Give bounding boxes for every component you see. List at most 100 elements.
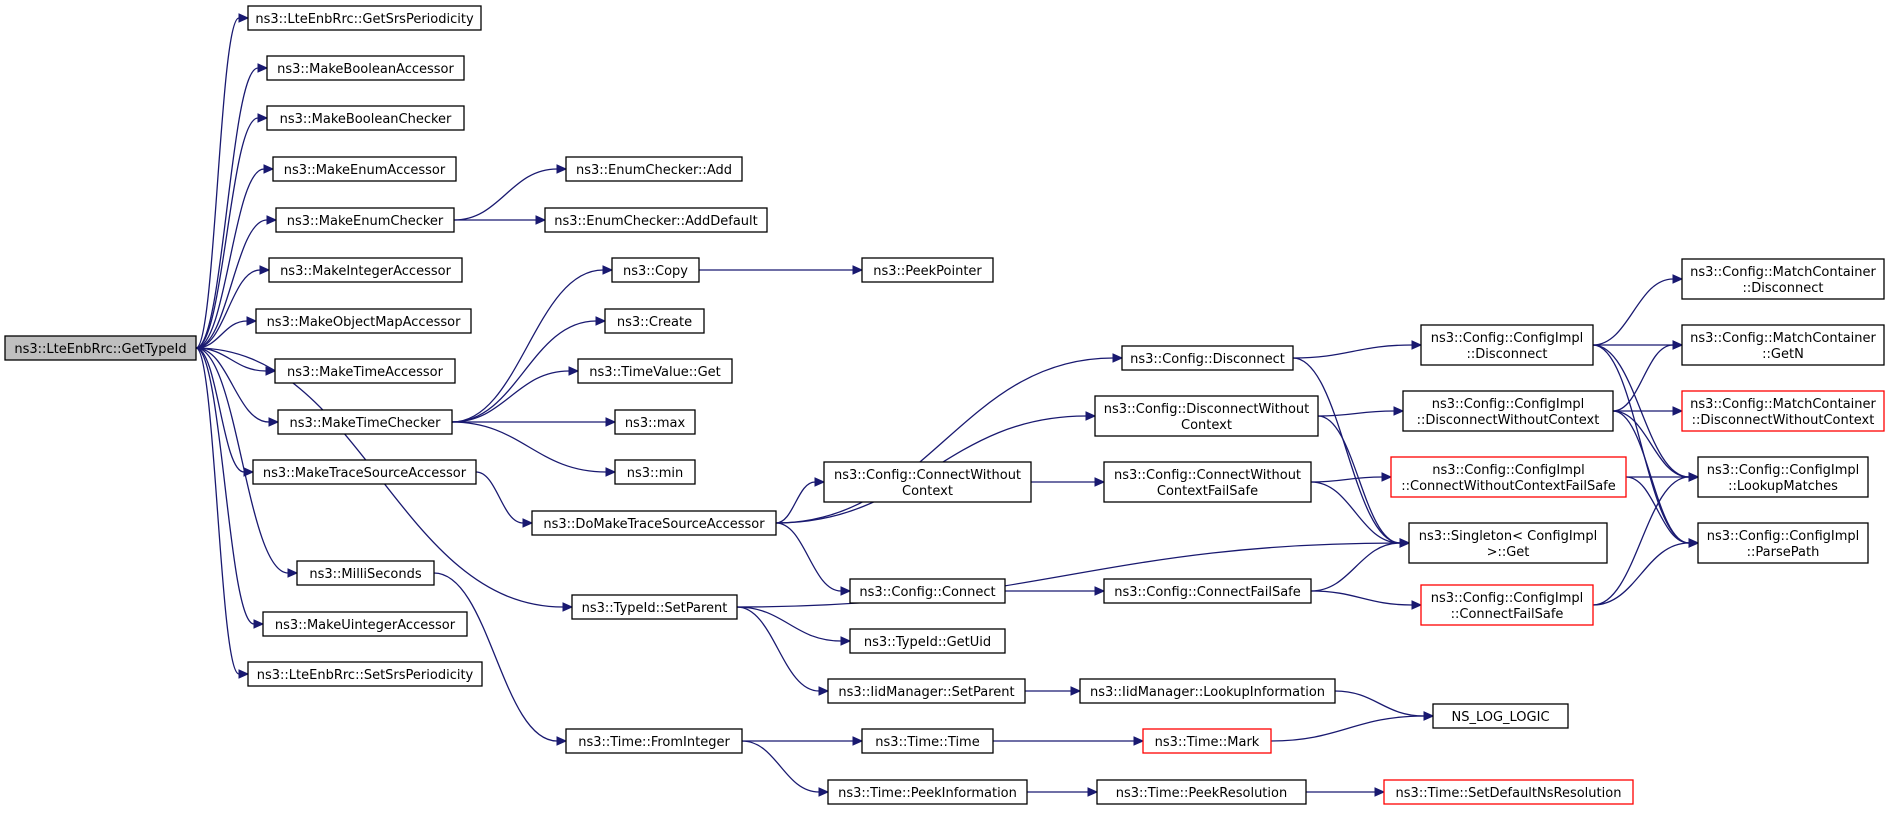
node-cfg-conn-wo-ctx[interactable]: ns3::Config::ConnectWithoutContext	[823, 461, 1032, 503]
edge-get-type-id-to-mk-obj-map	[195, 316, 258, 349]
node-singleton-get[interactable]: ns3::Singleton< ConfigImpl >::Get	[1408, 522, 1608, 564]
node-box	[861, 728, 994, 754]
node-label: ns3::Config::ConfigImpl	[1431, 331, 1584, 346]
node-box	[1079, 678, 1336, 704]
node-cfg-conn-fs[interactable]: ns3::Config::ConnectFailSafe	[1103, 578, 1312, 604]
edge-mk-enum-chk-to-enum-add-def	[454, 215, 547, 225]
node-iid-set-parent[interactable]: ns3::IidManager::SetParent	[827, 678, 1026, 704]
node-peek-ptr[interactable]: ns3::PeekPointer	[861, 257, 994, 283]
node-time-val-get[interactable]: ns3::TimeValue::Get	[577, 358, 733, 384]
node-label: ::DisconnectWithoutContext	[1692, 413, 1875, 428]
node-box	[1103, 461, 1312, 503]
edge-time-peek-info-to-time-peek-res	[1026, 787, 1099, 797]
node-mc-disc-wo-ctx[interactable]: ns3::Config::MatchContainer::DisconnectW…	[1681, 390, 1885, 432]
node-get-srs[interactable]: ns3::LteEnbRrc::GetSrsPeriodicity	[247, 5, 482, 31]
node-mc-get-n[interactable]: ns3::Config::MatchContainer::GetN	[1681, 324, 1885, 366]
node-create[interactable]: ns3::Create	[604, 308, 705, 334]
node-label: ns3::Config::ConfigImpl	[1707, 529, 1860, 544]
node-mk-enum-acc[interactable]: ns3::MakeEnumAccessor	[272, 156, 457, 182]
node-label: ns3::MakeEnumAccessor	[284, 163, 446, 178]
node-box	[252, 459, 477, 485]
edge-copy-to-peek-ptr	[699, 265, 864, 275]
node-label: ns3::Config::MatchContainer	[1690, 331, 1876, 346]
node-impl-conn-fs[interactable]: ns3::Config::ConfigImpl::ConnectFailSafe	[1420, 584, 1594, 626]
node-label: ns3::TypeId::GetUid	[864, 635, 991, 650]
node-mk-enum-chk[interactable]: ns3::MakeEnumChecker	[275, 207, 455, 233]
node-mk-bool-acc[interactable]: ns3::MakeBooleanAccessor	[266, 55, 465, 81]
node-cfg-connect[interactable]: ns3::Config::Connect	[849, 578, 1006, 604]
node-enum-add[interactable]: ns3::EnumChecker::Add	[565, 156, 743, 182]
edge-mk-trace-src-to-do-mk-trace	[475, 471, 534, 528]
node-do-mk-trace[interactable]: ns3::DoMakeTraceSourceAccessor	[531, 510, 777, 536]
node-label: ns3::Time::FromInteger	[578, 735, 730, 750]
node-impl-disconnect[interactable]: ns3::Config::ConfigImpl::Disconnect	[1420, 324, 1594, 366]
edge-mk-time-chk-to-copy	[451, 265, 614, 423]
node-label: ns3::Create	[617, 315, 692, 330]
node-box	[1681, 258, 1885, 300]
node-label: ns3::Config::ConfigImpl	[1707, 463, 1860, 478]
node-box	[1121, 345, 1294, 371]
node-mk-time-acc[interactable]: ns3::MakeTimeAccessor	[274, 358, 456, 384]
node-mk-bool-chk[interactable]: ns3::MakeBooleanChecker	[266, 105, 465, 131]
node-box	[266, 105, 465, 131]
edge-do-mk-trace-to-cfg-conn-wo-ctx	[775, 477, 826, 524]
node-cfg-disconnect[interactable]: ns3::Config::Disconnect	[1121, 345, 1294, 371]
edge-mk-time-chk-to-min	[451, 421, 617, 477]
node-label: ns3::Singleton< ConfigImpl	[1419, 529, 1597, 544]
node-enum-add-def[interactable]: ns3::EnumChecker::AddDefault	[544, 207, 768, 233]
node-box	[1096, 779, 1307, 805]
node-milli-sec[interactable]: ns3::MilliSeconds	[296, 560, 435, 586]
node-label: ns3::DoMakeTraceSourceAccessor	[543, 517, 765, 532]
node-box	[247, 661, 483, 687]
node-box	[827, 678, 1026, 704]
node-label: ns3::TimeValue::Get	[589, 365, 721, 380]
node-label: ns3::Config::ConfigImpl	[1432, 397, 1585, 412]
node-mk-int-acc[interactable]: ns3::MakeIntegerAccessor	[268, 257, 463, 283]
node-mk-uint-acc[interactable]: ns3::MakeUintegerAccessor	[262, 611, 468, 637]
node-box	[544, 207, 768, 233]
node-label: ::ConnectWithoutContextFailSafe	[1401, 479, 1616, 494]
node-label: >::Get	[1487, 545, 1530, 560]
node-label: ns3::MakeIntegerAccessor	[280, 264, 452, 279]
node-time-peek-info[interactable]: ns3::Time::PeekInformation	[827, 779, 1028, 805]
node-impl-parse[interactable]: ns3::Config::ConfigImpl::ParsePath	[1697, 522, 1869, 564]
node-cfg-conn-wo-ctx-fs[interactable]: ns3::Config::ConnectWithoutContextFailSa…	[1103, 461, 1312, 503]
node-time-time[interactable]: ns3::Time::Time	[861, 728, 994, 754]
node-impl-lookup[interactable]: ns3::Config::ConfigImpl::LookupMatches	[1697, 456, 1869, 498]
node-box	[823, 461, 1032, 503]
node-mc-disconnect[interactable]: ns3::Config::MatchContainer::Disconnect	[1681, 258, 1885, 300]
node-time-mark[interactable]: ns3::Time::Mark	[1142, 728, 1272, 754]
node-label: ns3::LteEnbRrc::GetTypeId	[14, 342, 186, 357]
node-impl-disc-wo-ctx[interactable]: ns3::Config::ConfigImpl::DisconnectWitho…	[1402, 390, 1614, 432]
node-type-id-set-parent[interactable]: ns3::TypeId::SetParent	[571, 594, 738, 620]
node-box	[1681, 324, 1885, 366]
node-set-srs[interactable]: ns3::LteEnbRrc::SetSrsPeriodicity	[247, 661, 483, 687]
node-impl-conn-wo-ctx-fs[interactable]: ns3::Config::ConfigImpl::ConnectWithoutC…	[1390, 456, 1627, 498]
node-ns-log-logic[interactable]: NS_LOG_LOGIC	[1432, 703, 1569, 729]
node-min[interactable]: ns3::min	[614, 459, 696, 485]
node-mk-time-chk[interactable]: ns3::MakeTimeChecker	[277, 409, 453, 435]
node-cfg-disc-wo-ctx[interactable]: ns3::Config::DisconnectWithoutContext	[1094, 395, 1319, 437]
node-iid-lookup[interactable]: ns3::IidManager::LookupInformation	[1079, 678, 1336, 704]
edge-cfg-conn-fs-to-impl-conn-fs	[1310, 590, 1423, 610]
node-label: ns3::Config::Connect	[859, 585, 995, 600]
node-mk-trace-src[interactable]: ns3::MakeTraceSourceAccessor	[252, 459, 477, 485]
node-label: ::ConnectFailSafe	[1451, 607, 1564, 622]
node-get-type-id[interactable]: ns3::LteEnbRrc::GetTypeId	[4, 335, 197, 361]
node-time-peek-res[interactable]: ns3::Time::PeekResolution	[1096, 779, 1307, 805]
node-type-id-get-uid[interactable]: ns3::TypeId::GetUid	[849, 628, 1006, 654]
node-mk-obj-map[interactable]: ns3::MakeObjectMapAccessor	[255, 308, 472, 334]
edge-time-mark-to-ns-log-logic	[1270, 711, 1435, 742]
node-box	[849, 578, 1006, 604]
edge-iid-set-parent-to-iid-lookup	[1025, 686, 1082, 696]
node-set-def-ns-res[interactable]: ns3::Time::SetDefaultNsResolution	[1383, 779, 1634, 805]
node-time-from-int[interactable]: ns3::Time::FromInteger	[565, 728, 743, 754]
node-copy[interactable]: ns3::Copy	[611, 257, 700, 283]
edge-time-time-to-time-mark	[993, 736, 1145, 746]
node-max[interactable]: ns3::max	[614, 409, 696, 435]
node-label: ns3::MakeUintegerAccessor	[275, 618, 456, 633]
node-label: Context	[1181, 418, 1232, 433]
edge-mk-time-chk-to-max	[451, 417, 617, 427]
node-label: ns3::Config::MatchContainer	[1690, 397, 1876, 412]
